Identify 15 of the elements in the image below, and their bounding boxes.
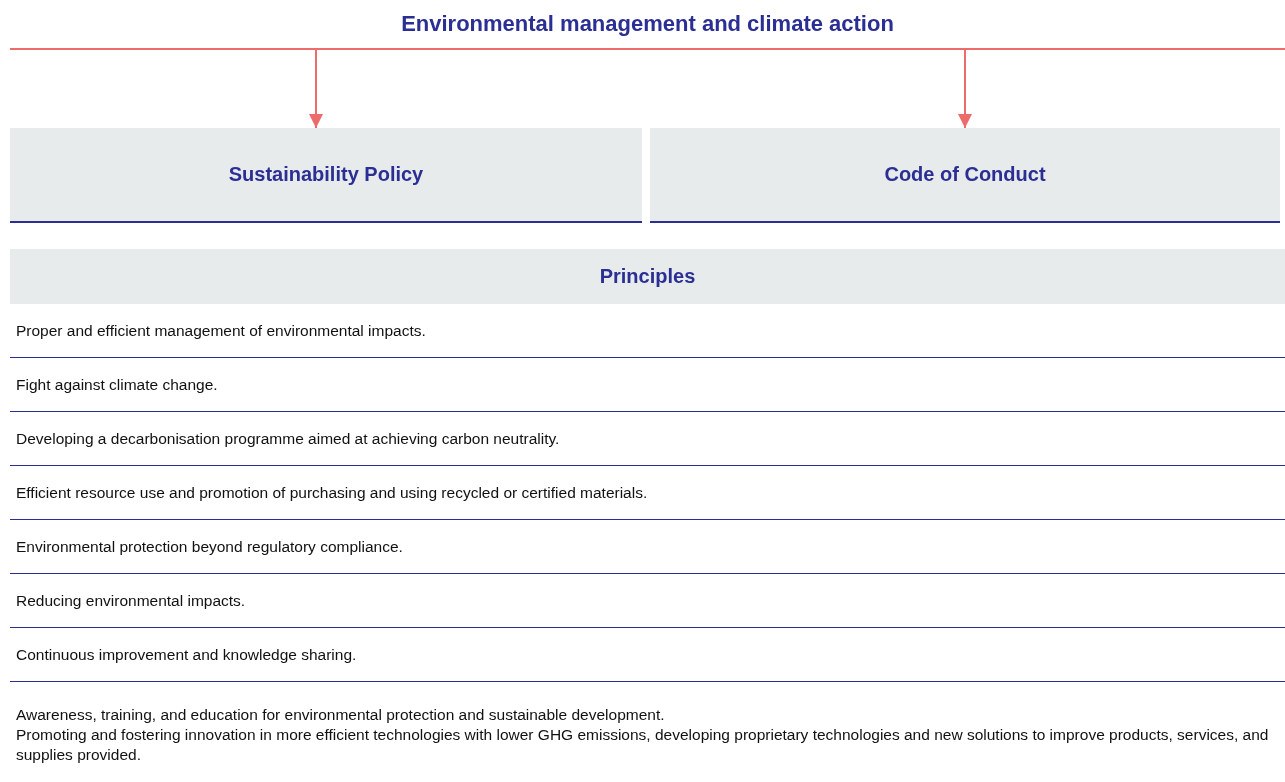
arrow <box>958 49 972 129</box>
node-heading: Environmental management and climate action <box>401 11 894 37</box>
principle-text: Promoting and fostering innovation in more efficient technologies with lower GHG emissions, developing proprietary technologies and new solutions to improve products, services, and supplies provided. <box>16 725 1270 765</box>
table-header: Principles <box>10 249 1285 304</box>
principle-text: Fight against climate change. <box>16 375 219 395</box>
arrow <box>309 49 323 129</box>
principle-text: Environmental protection beyond regulatory compliance. <box>16 537 404 557</box>
policy-box: Code of Conduct <box>650 128 1280 223</box>
principle-text: Developing a decarbonisation programme aimed at achieving carbon neutrality. <box>16 429 561 449</box>
principle-text: Continuous improvement and knowledge sharing. <box>16 645 358 665</box>
principle-text: Proper and efficient management of environmental impacts. <box>16 321 427 341</box>
policy-box: Sustainability Policy <box>10 128 642 223</box>
principle-text: Awareness, training, and education for environmental protection and sustainable development. <box>16 705 666 725</box>
principle-text: Reducing environmental impacts. <box>16 591 247 611</box>
principle-text: Efficient resource use and promotion of purchasing and using recycled or certified materials. <box>16 483 649 503</box>
